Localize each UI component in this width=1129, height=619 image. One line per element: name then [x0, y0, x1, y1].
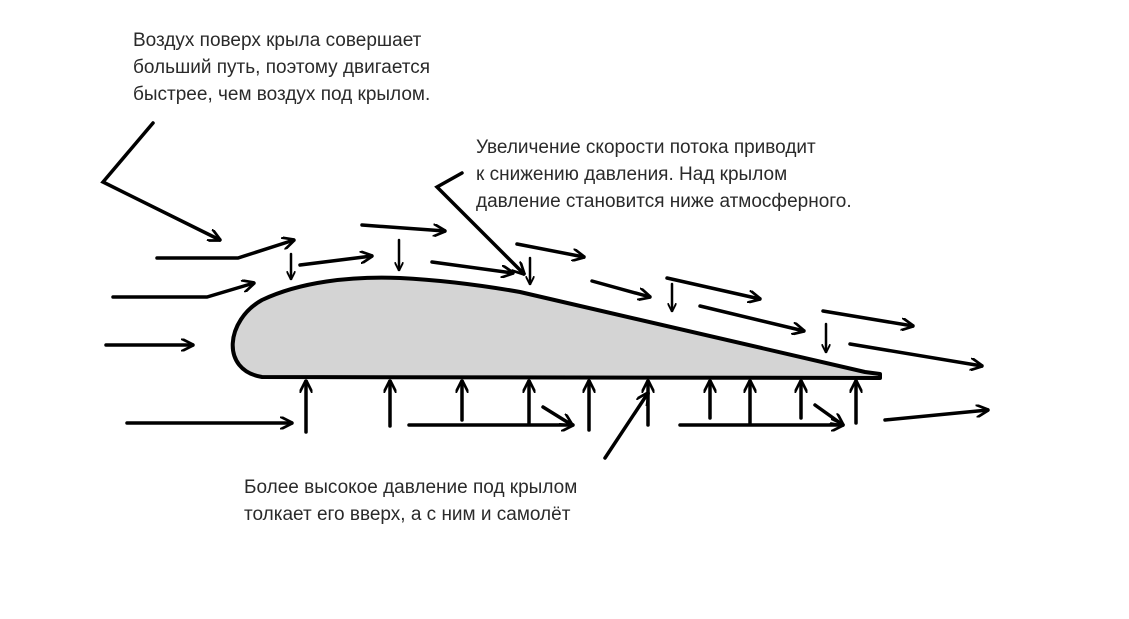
- caption-airflow-path: Воздух поверх крыла совершает больший пу…: [133, 27, 430, 108]
- caption-line: давление становится ниже атмосферного.: [476, 191, 852, 212]
- low-pressure-arrows: [291, 238, 826, 354]
- incoming-airflow-arrows: [104, 240, 294, 423]
- airflow-arrow: [698, 304, 804, 331]
- pointer-arrow-bottom-caption: [603, 393, 648, 460]
- airflow-arrow: [821, 309, 913, 326]
- caption-pressure-drop: Увеличение скорости потока приводит к сн…: [476, 134, 852, 215]
- airflow-arrow: [590, 279, 650, 297]
- caption-line: Более высокое давление под крылом: [244, 477, 578, 498]
- airflow-arrow: [848, 342, 982, 366]
- caption-line: к снижению давления. Над крылом: [476, 164, 788, 185]
- caption-line: толкает его вверх, а с ним и самолёт: [244, 504, 571, 525]
- airflow-arrow: [360, 223, 447, 231]
- airflow-arrow: [665, 276, 760, 299]
- airflow-arrow: [430, 260, 513, 273]
- wing-profile: [230, 275, 882, 380]
- airflow-arrow: [541, 405, 572, 425]
- upper-airflow-arrows: [298, 223, 982, 366]
- pointer-arrow-mid-caption: [434, 171, 524, 274]
- caption-line: быстрее, чем воздух под крылом.: [133, 84, 431, 105]
- caption-line: Воздух поверх крыла совершает: [133, 30, 422, 51]
- airflow-arrow: [111, 283, 254, 299]
- caption-line: больший путь, поэтому двигается: [133, 57, 431, 78]
- airflow-arrow: [155, 240, 294, 260]
- airflow-arrow: [813, 403, 843, 425]
- lower-airflow-arrows: [407, 403, 990, 425]
- high-pressure-arrows: [306, 379, 856, 434]
- annotation-pointers: [100, 121, 648, 460]
- caption-lift: Более высокое давление под крылом толкае…: [244, 474, 577, 528]
- airflow-arrow: [883, 410, 990, 422]
- airflow-arrow: [515, 242, 584, 257]
- airflow-arrow: [298, 256, 372, 267]
- pointer-arrow-top-caption: [100, 121, 220, 240]
- caption-line: Увеличение скорости потока приводит: [476, 137, 816, 158]
